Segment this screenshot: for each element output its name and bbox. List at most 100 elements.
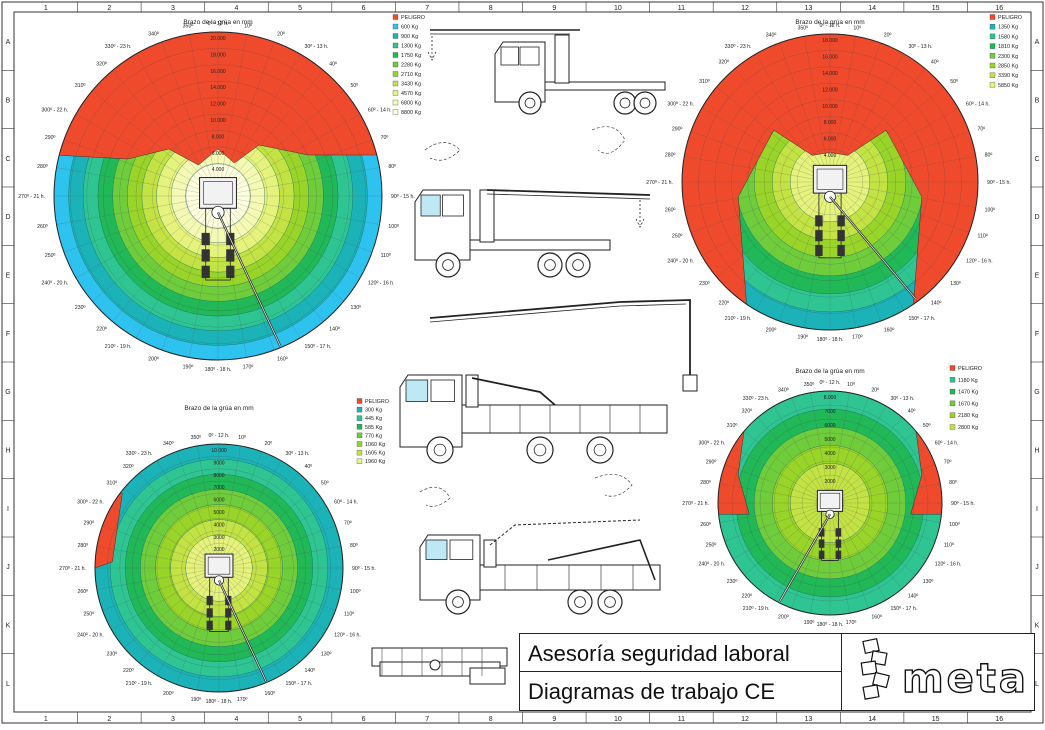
angle-spoke	[829, 156, 976, 183]
legend-swatch	[949, 365, 956, 371]
angle-label: 120º - 16 h.	[966, 259, 993, 265]
legend-label: PELIGRO	[401, 15, 425, 21]
legend-swatch	[392, 109, 399, 115]
distance-ring	[780, 132, 880, 232]
angle-label: 310º	[699, 79, 710, 85]
angle-label: 20º	[277, 31, 285, 37]
wheel	[633, 91, 657, 115]
angle-label: 200º	[778, 615, 789, 621]
grid-row-label: E	[1035, 273, 1040, 280]
title-line-2: Diagramas de trabajo CE	[528, 679, 776, 704]
legend-swatch	[989, 14, 996, 20]
legend-swatch	[392, 52, 399, 58]
distance-ring	[169, 518, 269, 618]
angle-label: 100º	[949, 522, 960, 528]
angle-label: 210º - 19 h.	[725, 316, 752, 322]
angle-spoke	[111, 567, 220, 631]
radial-distance-label: 16.000	[210, 69, 226, 75]
grid-column-label: 15	[932, 5, 940, 12]
diagram-title: Brazo de la grúa en mm	[183, 19, 252, 26]
flatbed	[461, 404, 668, 434]
distance-ring	[787, 460, 873, 546]
angle-spoke	[176, 451, 220, 569]
legend-swatch	[949, 400, 956, 407]
angle-label: 260º	[37, 224, 48, 230]
angle-label: 240º - 20 h.	[41, 281, 68, 287]
angle-label: 220º	[719, 300, 730, 306]
grid-row-label: D	[5, 214, 10, 221]
angle-label: 190º	[797, 335, 808, 341]
legend-swatch	[989, 82, 996, 88]
angle-spoke	[829, 68, 926, 183]
radial-distance-label: 3000	[824, 465, 835, 471]
angle-label: 110º	[381, 253, 391, 259]
angle-label: 340º	[778, 387, 789, 393]
distance-ring	[759, 432, 901, 574]
legend-swatch	[392, 99, 399, 106]
legend-label: 1350 Kg	[998, 25, 1018, 31]
angle-spoke	[779, 42, 831, 183]
angle-spoke	[684, 156, 831, 183]
angle-label: 60º - 14 h.	[368, 108, 392, 114]
angle-label: 60º - 14 h.	[935, 441, 959, 447]
angle-spoke	[102, 567, 220, 611]
wheel	[206, 620, 213, 630]
wheel	[206, 595, 213, 606]
angle-label: 340º	[766, 32, 777, 38]
legend-label: 600 Kg	[401, 25, 418, 31]
angle-spoke	[111, 505, 220, 569]
legend-swatch	[392, 71, 399, 77]
legend-swatch	[392, 80, 399, 87]
legend-label: 2300 Kg	[998, 54, 1018, 60]
angle-label: 290º	[83, 521, 94, 527]
angle-spoke	[156, 460, 220, 569]
angle-label: 90º - 15 h.	[987, 180, 1011, 186]
grid-column-label: 3	[171, 5, 175, 12]
angle-label: 140º	[931, 300, 942, 306]
angle-label: 40º	[931, 60, 939, 66]
angle-label: 170º	[237, 697, 248, 703]
legend-swatch	[356, 424, 363, 430]
angle-label: 40º	[329, 61, 337, 67]
angle-spoke	[804, 36, 831, 183]
grid-row-label: K	[1035, 623, 1040, 630]
distance-ring	[107, 456, 331, 680]
angle-spoke	[218, 451, 262, 569]
distance-ring	[764, 116, 896, 248]
distance-ring	[714, 66, 946, 298]
angle-label: 80º	[949, 480, 957, 486]
radial-distance-label: 8.000	[824, 395, 837, 401]
distance-ring	[796, 148, 864, 216]
cab-window	[405, 379, 429, 403]
angle-label: 70º	[381, 135, 389, 141]
diagram-title: Brazo de la grúa en mm	[184, 405, 253, 412]
angle-label: 20º	[884, 32, 892, 38]
angle-label: 50º	[351, 83, 359, 89]
grid-column-label: 14	[868, 716, 876, 723]
grid-column-label: 7	[425, 716, 429, 723]
radial-distance-label: 9000	[213, 460, 224, 466]
angle-label: 300º - 22 h.	[41, 108, 68, 114]
grid-row-label: J	[6, 564, 10, 571]
wheel	[435, 252, 461, 278]
grid-column-label: 1	[44, 716, 48, 723]
angle-label: 170º	[243, 364, 254, 370]
radial-distance-label: 16.000	[822, 54, 838, 60]
wheel	[818, 550, 825, 559]
legend-label: 1670 Kg	[958, 401, 978, 407]
radial-distance-label: 5000	[213, 510, 224, 516]
angle-label: 270º - 21 h.	[646, 180, 673, 186]
legend-label: 1580 Kg	[998, 34, 1018, 40]
title-block-row-1: Asesoría seguridad laboral	[520, 634, 842, 672]
angle-label: 180º - 18 h.	[817, 622, 844, 628]
crane-column	[554, 34, 570, 84]
radial-distance-label: 6000	[824, 423, 835, 429]
title-block: Asesoría seguridad laboral Diagramas de …	[519, 633, 1035, 711]
angle-spoke	[701, 107, 831, 183]
angle-label: 230º	[727, 579, 738, 585]
legend-label: 6800 Kg	[401, 101, 421, 107]
angle-label: 150º - 17 h.	[891, 606, 918, 612]
